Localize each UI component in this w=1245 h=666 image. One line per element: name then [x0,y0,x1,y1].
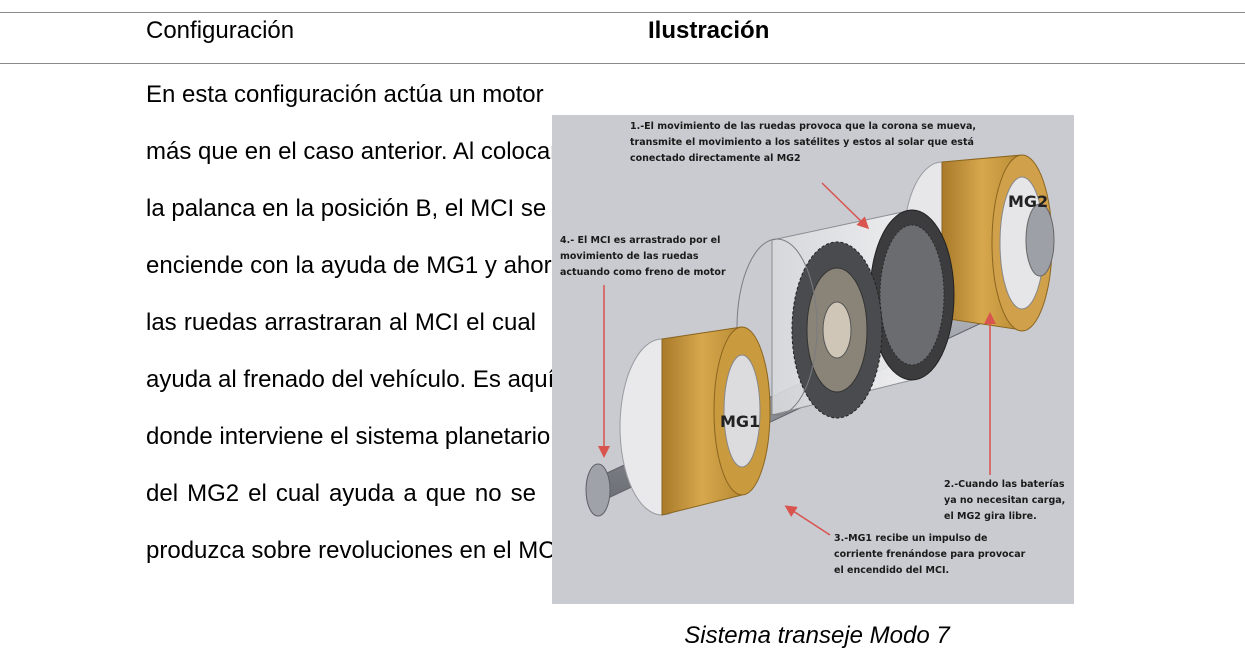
paragraph-line: En esta configuración actúa un motor [146,81,544,108]
paragraph-line: ayuda al frenado del vehículo. Es aquí [146,366,555,393]
paragraph-line: más que en el caso anterior. Al colocar [146,138,559,165]
figure-caption: Sistema transeje Modo 7 [684,622,950,649]
description-paragraph: En esta configuración actúa un motor más… [146,80,569,593]
table-top-rule [0,12,1245,13]
column-header-configuracion: Configuración [146,17,295,44]
paragraph-line: enciende con la ayuda de MG1 y ahora [146,252,565,279]
label-mg2: MG2 [1008,192,1048,211]
mg1-motor [619,326,771,516]
transaxle-illustration: 1.-El movimiento de las ruedas provoca q… [552,115,1074,604]
paragraph-line: del MG2 el cual ayuda a que no se [146,480,536,507]
arrow-3 [784,505,831,536]
label-mg1: MG1 [720,412,760,431]
paragraph-line: donde interviene el sistema planetario [146,423,551,450]
paragraph-line: la palanca en la posición B, el MCI se [146,195,547,222]
column-header-ilustracion: Ilustración [648,17,770,44]
arrow-1 [821,182,870,230]
paragraph-line: las ruedas arrastraran al MCI el cual [146,309,536,336]
annotation-1: 1.-El movimiento de las ruedas provoca q… [630,121,979,164]
annotation-2: 2.-Cuando las baterías ya no necesitan c… [944,479,1069,522]
paragraph-line: produzca sobre revoluciones en el MCI. [146,537,569,564]
annotation-3: 3.-MG1 recibe un impulso de corriente fr… [834,533,1029,576]
annotation-4: 4.- El MCI es arrastrado por el movimien… [560,235,726,278]
planetary-gear-drum [736,209,955,419]
transaxle-drawing: 1.-El movimiento de las ruedas provoca q… [560,121,1069,576]
shaft-end-left [585,463,611,517]
header-bottom-rule [0,63,1245,64]
